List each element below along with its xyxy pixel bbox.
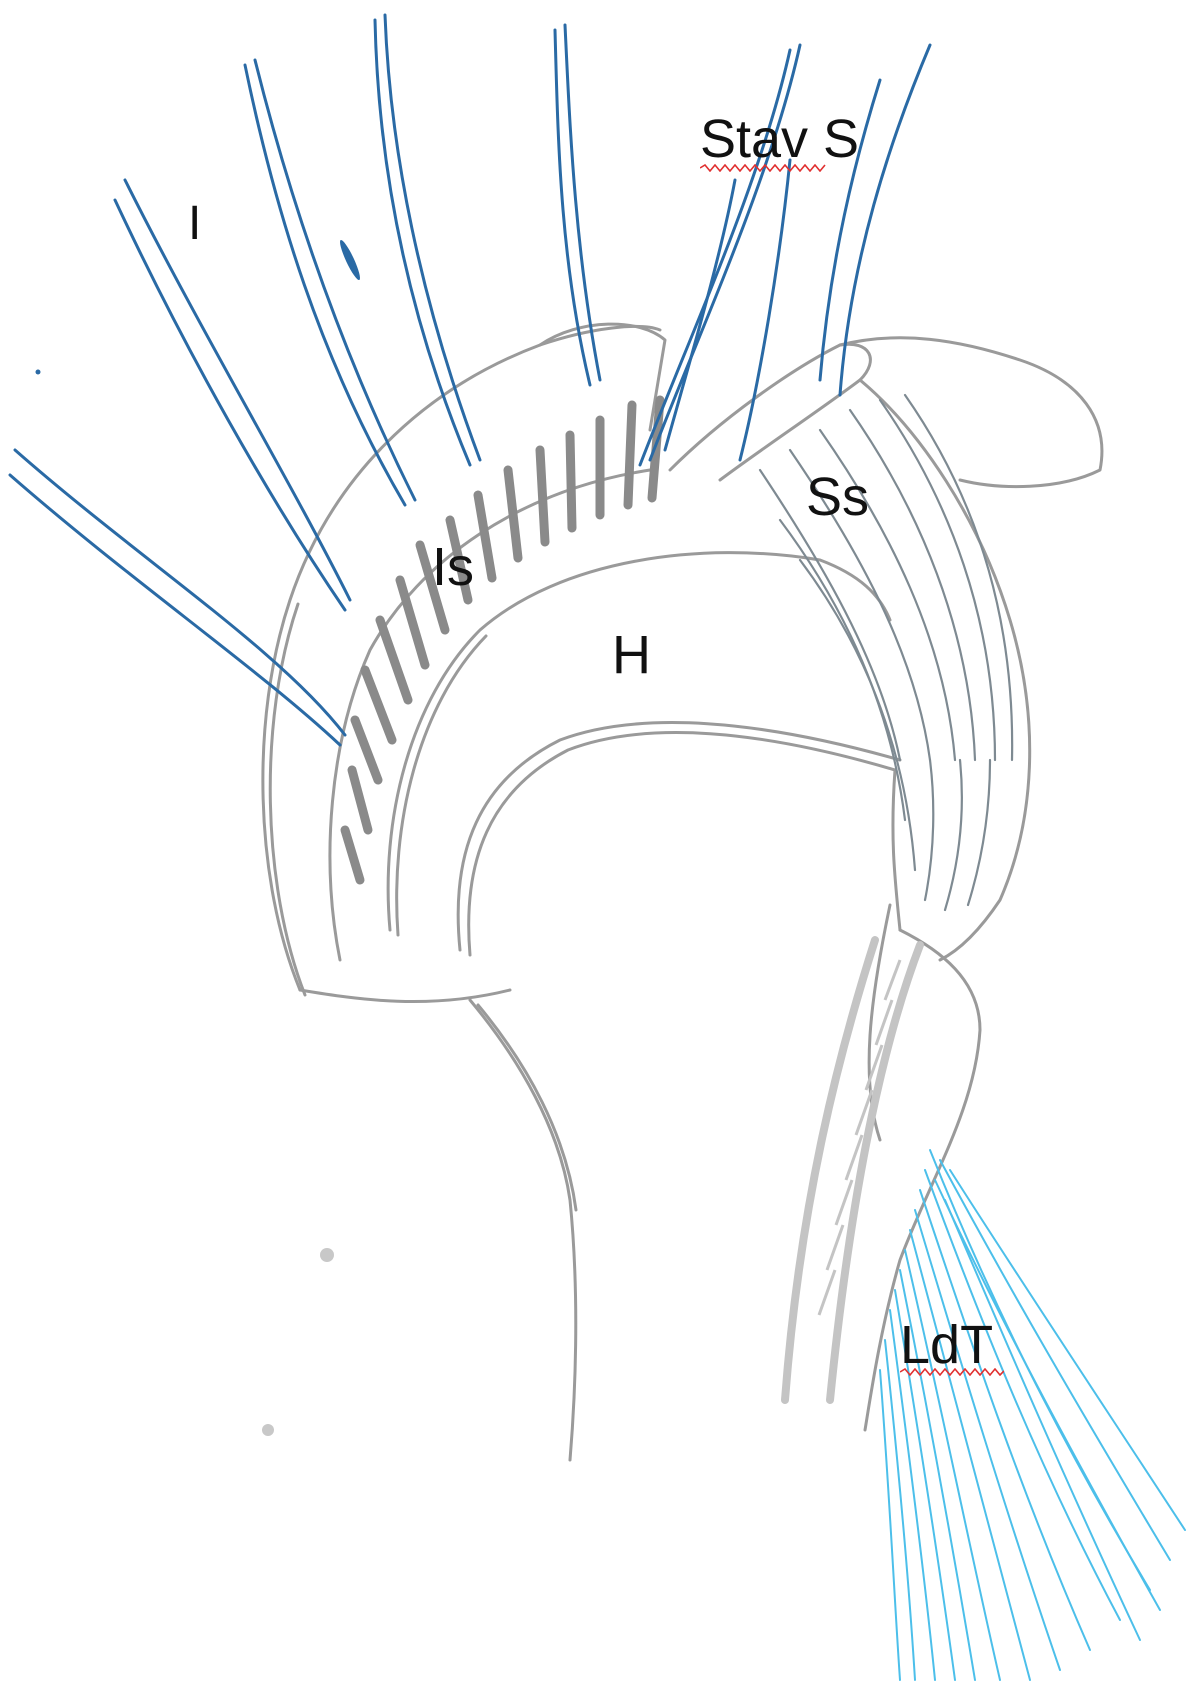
suture-threads (8, 13, 932, 747)
label-ldt: LdT (900, 1315, 994, 1375)
spellcheck-underline-stav (700, 164, 826, 172)
capsule-outline (261, 322, 1104, 1462)
label-stav-s: Stav S (700, 109, 860, 169)
infraspinatus-fibers (340, 395, 665, 885)
supraspinatus-fibers (758, 393, 1014, 912)
label-ss: Ss (806, 467, 870, 527)
label-is: Is (432, 537, 475, 597)
bicipital-groove (781, 936, 924, 1404)
label-h: H (612, 625, 651, 685)
ldt-fibers (879, 1149, 1186, 1681)
sketch-specks (35, 239, 360, 1436)
bicipital-groove-hatch (817, 959, 902, 1316)
label-i: I (188, 197, 202, 250)
spellcheck-underline-ldt (900, 1368, 1004, 1376)
